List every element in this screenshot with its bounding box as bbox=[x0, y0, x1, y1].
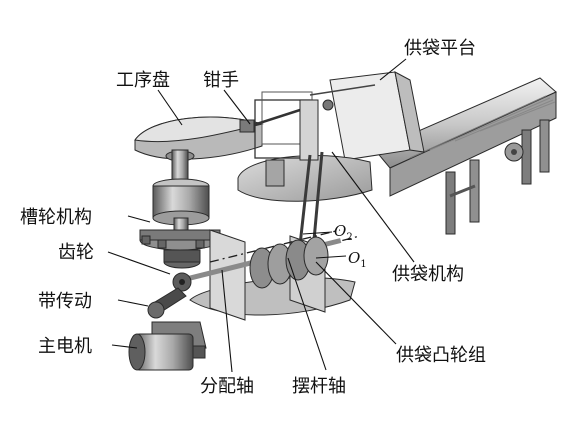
labels: 供袋平台 工序盘 钳手 槽轮机构 齿轮 带传动 主电机 供袋机构 供袋凸轮组 分… bbox=[20, 38, 486, 397]
base-plate bbox=[189, 229, 356, 321]
leader-process-disc bbox=[157, 89, 183, 126]
leader-cam-group bbox=[315, 261, 397, 345]
leader-gripper bbox=[223, 89, 251, 125]
label-feed-platform: 供袋平台 bbox=[404, 38, 476, 59]
leader-belt-drive bbox=[117, 299, 149, 307]
leader-main-motor bbox=[111, 344, 138, 349]
label-process-disc: 工序盘 bbox=[116, 70, 170, 91]
leader-gear bbox=[107, 251, 171, 275]
main-motor bbox=[128, 321, 207, 371]
label-bag-feed-cam-group: 供袋凸轮组 bbox=[396, 345, 486, 366]
label-axis-o2: O2 bbox=[334, 222, 353, 243]
leader-o1 bbox=[315, 255, 347, 259]
geneva-column bbox=[139, 149, 221, 269]
gear-and-belt bbox=[147, 272, 192, 319]
leader-rocker-shaft bbox=[287, 257, 327, 371]
leader-distribution-shaft bbox=[221, 269, 233, 373]
label-bag-feed-mechanism: 供袋机构 bbox=[392, 264, 464, 285]
feed-platform bbox=[329, 71, 557, 235]
leader-bag-feed-mechanism bbox=[331, 151, 415, 263]
cam-group bbox=[249, 236, 329, 289]
leader-o2 bbox=[302, 231, 333, 235]
leader-geneva bbox=[127, 215, 151, 223]
label-distribution-shaft: 分配轴 bbox=[200, 376, 254, 397]
label-main-motor: 主电机 bbox=[38, 336, 92, 357]
label-geneva-mechanism: 槽轮机构 bbox=[20, 207, 92, 228]
gripper-assembly bbox=[239, 84, 376, 246]
label-axis-o1: O1 bbox=[348, 249, 367, 270]
label-rocker-shaft: 摆杆轴 bbox=[292, 376, 346, 397]
leader-lines bbox=[107, 58, 415, 373]
label-gear: 齿轮 bbox=[58, 242, 94, 263]
leader-feed-platform bbox=[379, 58, 407, 81]
label-gripper: 钳手 bbox=[203, 70, 239, 91]
label-belt-drive: 带传动 bbox=[38, 291, 92, 312]
